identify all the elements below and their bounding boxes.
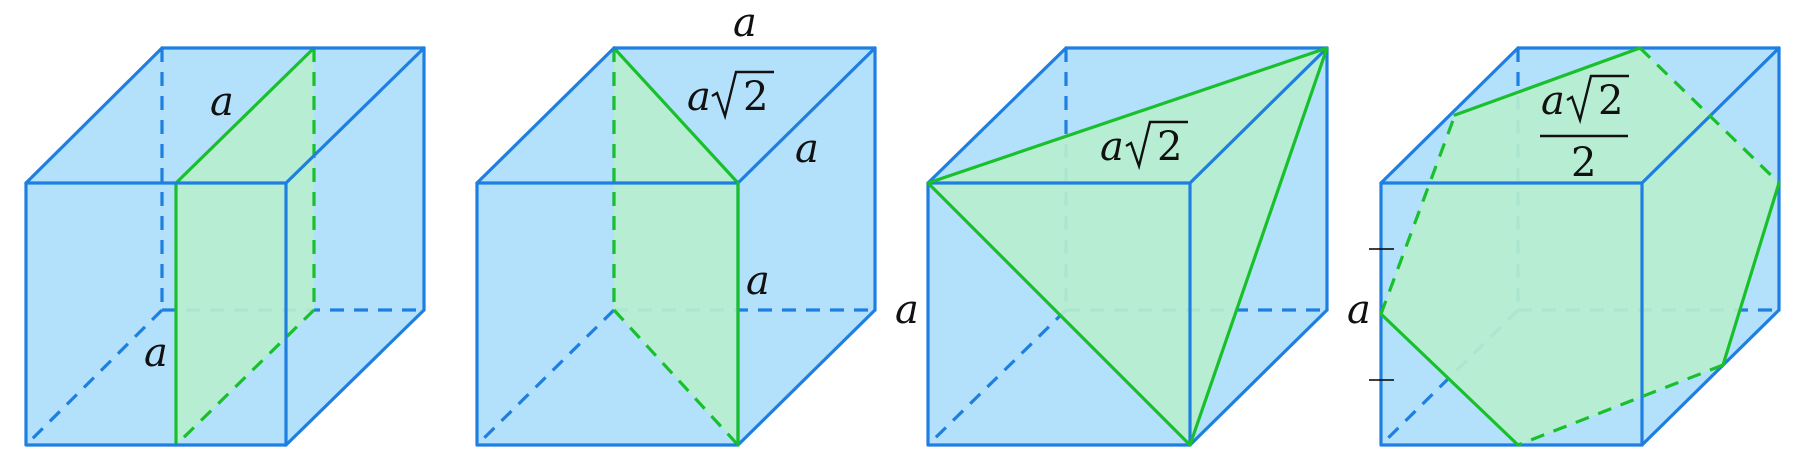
svg-text:2: 2 — [1598, 78, 1623, 124]
cube-2: a a 2 a a — [475, 0, 877, 447]
cube-2-section — [614, 48, 738, 445]
cube-2-label-top-edge: a — [733, 0, 757, 46]
cube-1-section — [176, 48, 314, 445]
cube-1-label-top: a — [210, 79, 234, 125]
svg-text:a: a — [1541, 78, 1565, 124]
svg-text:2: 2 — [743, 74, 768, 120]
cube-3-label-side: a 2 — [1100, 120, 1188, 171]
cube-1-label-side: a — [144, 330, 168, 376]
cube-2-label-diagonal: a 2 — [687, 70, 774, 121]
cube-4: a 2 2 a — [1347, 46, 1781, 447]
svg-text:a: a — [1100, 124, 1124, 170]
cube-3-label-edge: a — [895, 287, 919, 333]
cube-4-label-hexagon-side: a 2 2 — [1540, 74, 1629, 186]
svg-text:2: 2 — [1157, 124, 1182, 170]
cube-2-label-depth: a — [795, 126, 819, 172]
cube-4-label-edge: a — [1347, 287, 1371, 333]
cube-1: a a — [24, 46, 426, 447]
svg-text:2: 2 — [1571, 140, 1596, 186]
cube-2-label-height: a — [746, 258, 770, 304]
svg-text:a: a — [687, 74, 711, 120]
cube-3: a 2 a — [895, 46, 1329, 447]
